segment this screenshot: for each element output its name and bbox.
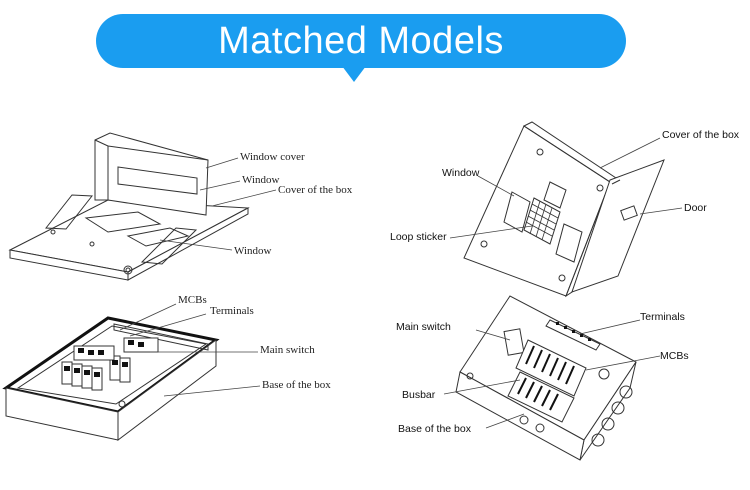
label-main-switch-right: Main switch <box>396 321 451 333</box>
label-door-right: Door <box>684 202 707 214</box>
label-window-right: Window <box>442 167 480 179</box>
banner-title: Matched Models <box>218 19 504 62</box>
label-window-cover: Window cover <box>240 151 305 163</box>
label-mcbs-left: MCBs <box>178 294 207 306</box>
label-base-of-box-right: Base of the box <box>398 423 472 435</box>
left-cover-drawing <box>8 132 277 281</box>
right-base-drawing <box>443 295 661 461</box>
label-terminals-left: Terminals <box>210 305 254 317</box>
label-mcbs-right: MCBs <box>660 350 689 362</box>
right-cover-drawing <box>449 121 683 298</box>
label-main-switch-left: Main switch <box>260 344 315 356</box>
label-window-top: Window <box>242 174 279 186</box>
label-loop-sticker: Loop sticker <box>390 231 447 243</box>
left-base-drawing <box>2 303 261 442</box>
banner-pointer <box>342 66 366 82</box>
label-terminals-right: Terminals <box>640 311 685 323</box>
label-cover-of-box-right: Cover of the box <box>662 129 740 141</box>
label-busbar: Busbar <box>402 389 436 401</box>
label-window-bottom: Window <box>234 245 271 257</box>
title-banner: Matched Models <box>96 14 626 68</box>
label-base-of-box-left: Base of the box <box>262 379 331 391</box>
label-cover-of-box-left: Cover of the box <box>278 184 353 196</box>
